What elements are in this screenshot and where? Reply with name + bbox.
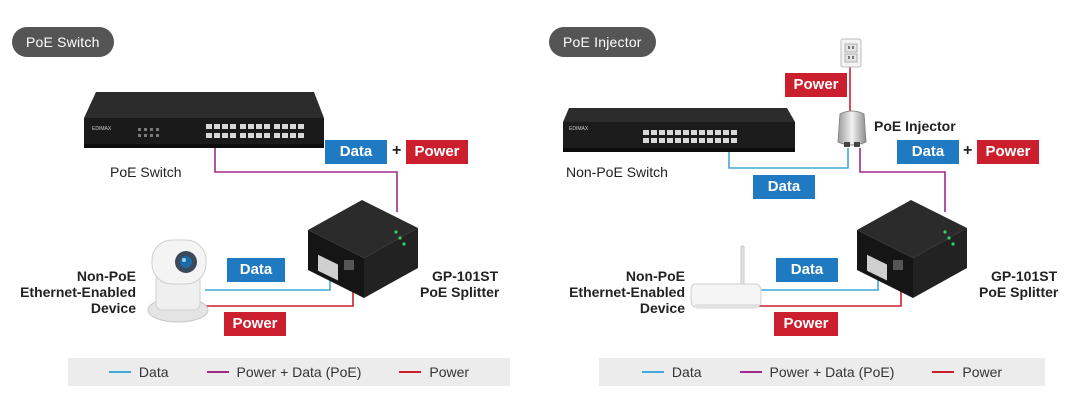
top-data-tag: Data: [325, 140, 387, 164]
legend-data: Data: [641, 364, 702, 380]
splitter-label-line1: GP-101ST: [432, 268, 499, 284]
switch-label: Non-PoE Switch: [566, 164, 668, 180]
legend-poe: Power + Data (PoE): [206, 364, 362, 380]
splitter-label-line1: GP-101ST: [991, 268, 1058, 284]
poe-cable: [214, 140, 398, 212]
splitter-label-line2: PoE Splitter: [420, 284, 500, 300]
splitter-label-line2: PoE Splitter: [979, 284, 1059, 300]
switch-brand: EDIMAX: [569, 126, 589, 132]
switch-label: PoE Switch: [110, 164, 182, 180]
power-line-swatch: [399, 371, 422, 373]
legend-power: Power: [932, 364, 1002, 380]
device-label-line1: Non-PoE: [76, 268, 136, 284]
top-power-tag: Power: [406, 140, 468, 164]
device-label-line3: Device: [90, 300, 136, 316]
plus-sign: +: [963, 142, 973, 159]
bottom-data-tag: Data: [227, 258, 285, 282]
legend-power-label: Power: [962, 364, 1003, 380]
legend-data: Data: [108, 364, 169, 380]
plus-sign: +: [392, 142, 402, 159]
switch-data-cable: [728, 148, 849, 169]
section-title: PoE Injector: [549, 27, 656, 57]
switch-brand: EDIMAX: [92, 126, 112, 132]
poe-line-swatch: [206, 371, 229, 373]
device-label: Non-PoE Ethernet-Enabled Device: [10, 268, 136, 316]
switch-data-tag: Data: [753, 175, 815, 199]
wireless-router-icon: [690, 245, 762, 309]
data-line-swatch: [108, 371, 131, 373]
legend-power-label: Power: [429, 364, 470, 380]
legend-poe: Power + Data (PoE): [739, 364, 895, 380]
injector-label: PoE Injector: [874, 118, 956, 134]
bottom-power-tag: Power: [224, 312, 286, 336]
poe-splitter-device: [857, 200, 967, 298]
power-line-swatch: [932, 371, 955, 373]
non-poe-switch-device: EDIMAX: [563, 108, 795, 152]
legend: Data Power + Data (PoE) Power: [68, 358, 510, 386]
section-title: PoE Switch: [12, 27, 114, 57]
outlet-power-tag: Power: [785, 73, 847, 97]
legend-poe-label: Power + Data (PoE): [769, 364, 895, 380]
device-label: Non-PoE Ethernet-Enabled Device: [543, 268, 685, 316]
data-line-swatch: [641, 371, 664, 373]
wiring: [728, 66, 946, 307]
device-label-line2: Ethernet-Enabled: [569, 284, 685, 300]
legend-data-label: Data: [138, 364, 169, 380]
bottom-data-tag: Data: [776, 258, 838, 282]
wiring: [205, 140, 398, 307]
legend-power: Power: [399, 364, 469, 380]
ip-camera-icon: [147, 239, 209, 323]
device-label-line3: Device: [639, 300, 685, 316]
wall-outlet-icon: [840, 38, 862, 68]
poe-injector-diagram: PoE Injector Power PoE Inj: [533, 0, 1066, 405]
top-power-tag: Power: [977, 140, 1039, 164]
bottom-power-tag: Power: [774, 312, 838, 336]
poe-switch-device: EDIMAX: [84, 92, 324, 148]
poe-switch-diagram: PoE Switch EDIMAX PoE Switch Data + Powe…: [10, 27, 510, 386]
device-label-line1: Non-PoE: [625, 268, 685, 284]
legend-poe-label: Power + Data (PoE): [236, 364, 362, 380]
poe-cable: [859, 148, 946, 212]
top-data-tag: Data: [897, 140, 959, 164]
poe-injector-device: [837, 110, 867, 147]
poe-splitter-device: [308, 200, 418, 298]
poe-line-swatch: [739, 371, 762, 373]
legend-data-label: Data: [671, 364, 702, 380]
device-label-line2: Ethernet-Enabled: [20, 284, 136, 300]
legend: Data Power + Data (PoE) Power: [599, 358, 1045, 386]
